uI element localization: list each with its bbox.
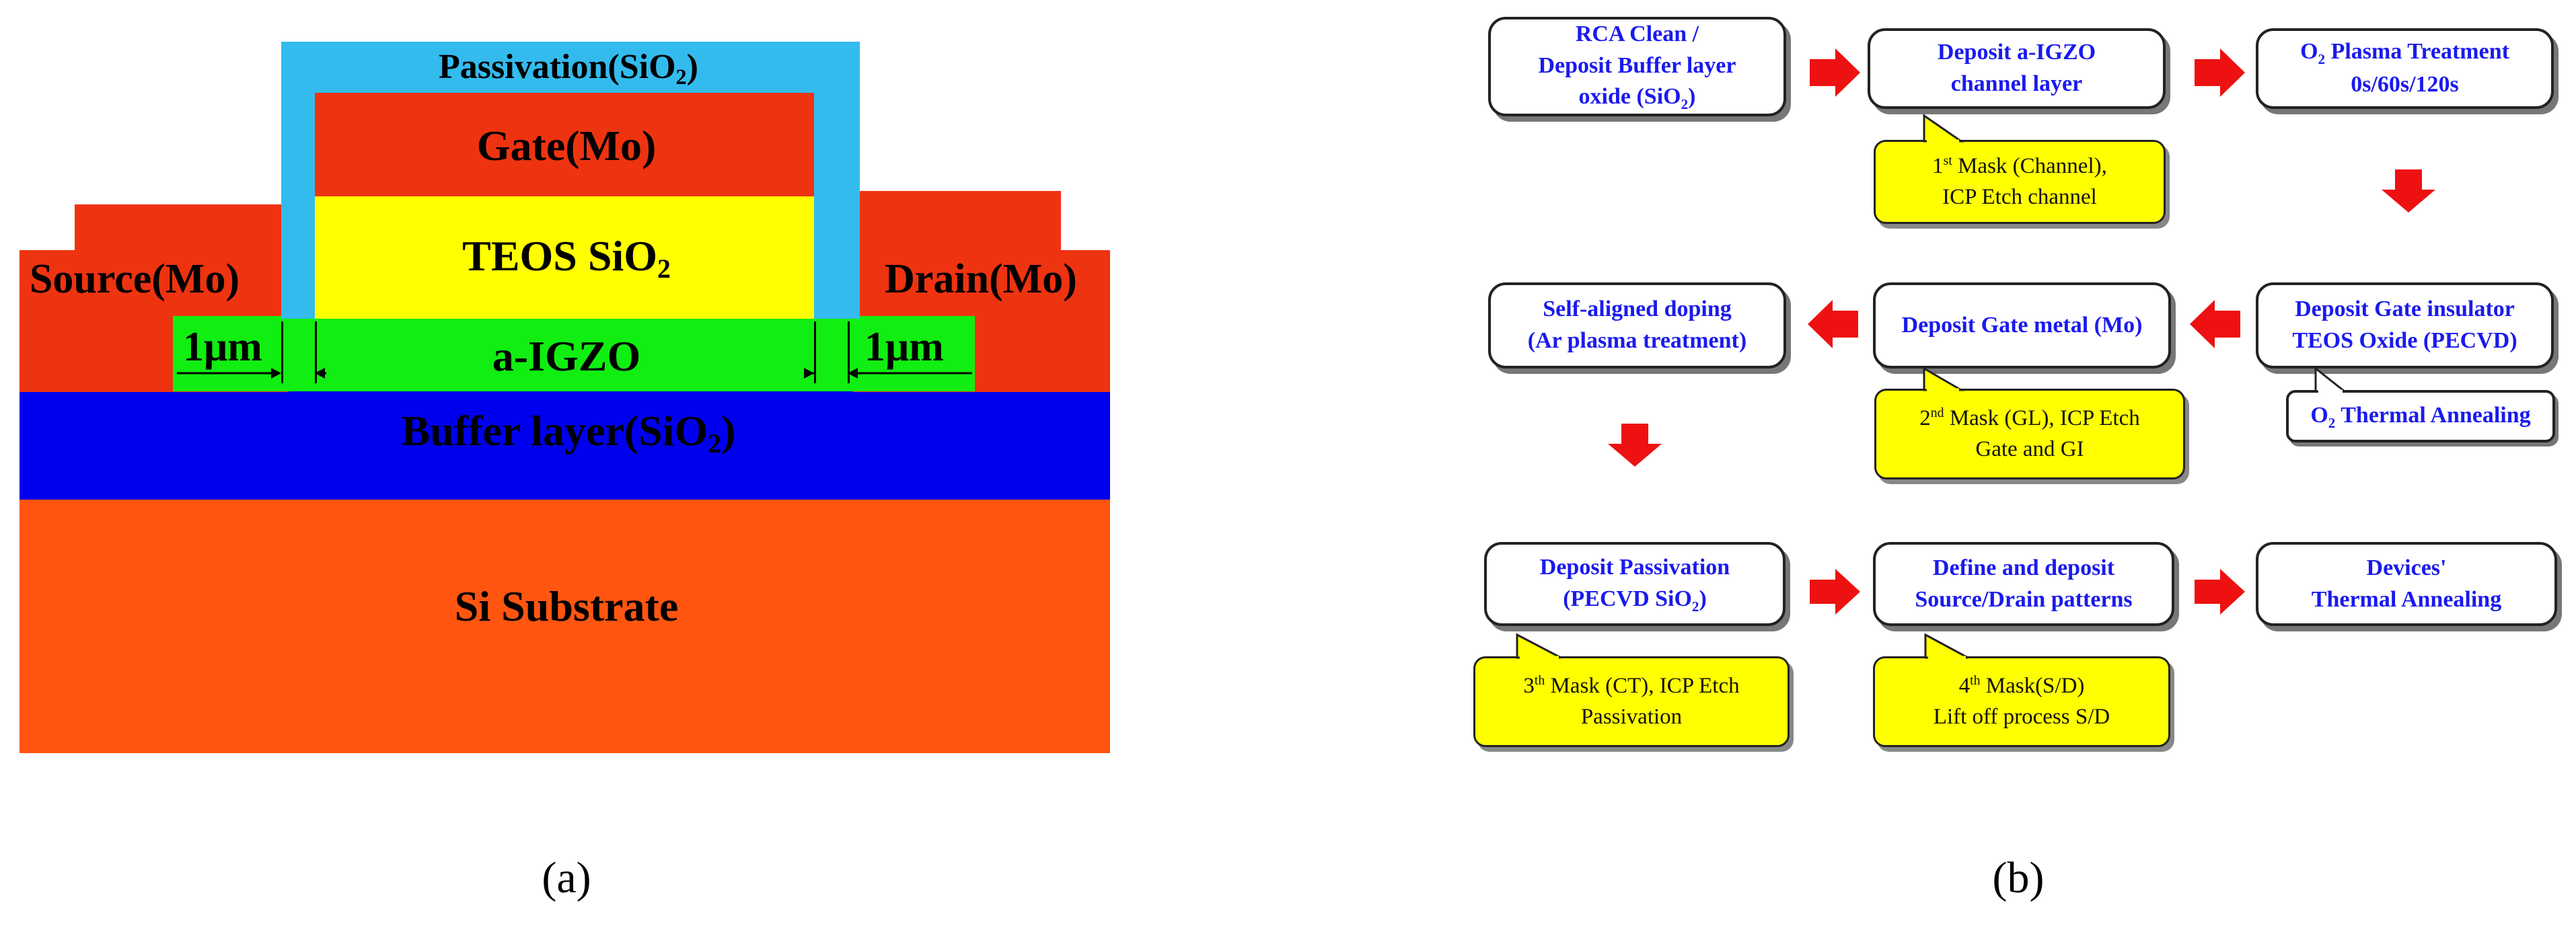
arrow-down-icon bbox=[1608, 424, 1662, 467]
note-mask-2: 2nd Mask (GL), ICP Etch Gate and GI bbox=[1874, 389, 2185, 479]
arrow-left-icon bbox=[1808, 300, 1858, 348]
gate-label: Gate(Mo) bbox=[476, 122, 657, 169]
buffer-label: Buffer layer(SiO2) bbox=[401, 407, 736, 459]
caption-b: (b) bbox=[1992, 853, 2045, 902]
step-deposit-igzo: Deposit a-IGZO channel layer bbox=[1868, 28, 2166, 109]
teos-layer bbox=[315, 196, 814, 319]
step-o2-thermal-annealing: O2 Thermal Annealing bbox=[2286, 390, 2555, 442]
gate-layer bbox=[315, 93, 814, 198]
note-mask-4: 4th Mask(S/D) Lift off process S/D bbox=[1873, 656, 2170, 747]
step-self-aligned-doping: Self-aligned doping (Ar plasma treatment… bbox=[1488, 282, 1786, 368]
step-deposit-passivation: Deposit Passivation (PECVD SiO2) bbox=[1484, 542, 1786, 626]
offset-right-tick-b bbox=[848, 321, 850, 383]
step-devices-thermal-annealing: Devices' Thermal Annealing bbox=[2256, 542, 2557, 626]
offset-right-arrow bbox=[804, 368, 972, 379]
source-label: Source(Mo) bbox=[29, 256, 240, 302]
caption-a: (a) bbox=[542, 853, 591, 902]
arrow-right-icon bbox=[1810, 569, 1860, 615]
drain-electrode-step bbox=[853, 191, 1061, 251]
step-define-source-drain: Define and deposit Source/Drain patterns bbox=[1873, 542, 2174, 626]
teos-label: TEOS SiO2 bbox=[462, 232, 671, 284]
offset-left-label: 1μm bbox=[183, 324, 262, 370]
offset-left-arrow bbox=[177, 368, 326, 379]
offset-left-tick-a bbox=[281, 321, 283, 383]
arrow-left-icon bbox=[2190, 300, 2240, 348]
step-deposit-gate-metal: Deposit Gate metal (Mo) bbox=[1873, 282, 2171, 368]
passivation-label: Passivation(SiO2) bbox=[439, 47, 698, 89]
buffer-layer bbox=[20, 390, 1110, 500]
step-deposit-gate-insulator: Deposit Gate insulator TEOS Oxide (PECVD… bbox=[2256, 282, 2554, 368]
arrow-down-icon bbox=[2382, 169, 2435, 212]
note-mask-3: 3th Mask (CT), ICP Etch Passivation bbox=[1473, 656, 1790, 747]
note-mask-1: 1st Mask (Channel), ICP Etch channel bbox=[1874, 140, 2166, 224]
arrow-right-icon bbox=[2195, 569, 2245, 615]
step-rca-clean: RCA Clean / Deposit Buffer layer oxide (… bbox=[1488, 17, 1786, 116]
si-substrate-label: Si Substrate bbox=[454, 582, 679, 630]
source-electrode-step bbox=[75, 204, 289, 251]
arrow-right-icon bbox=[1810, 48, 1860, 97]
offset-left-tick-b bbox=[315, 321, 317, 383]
drain-label: Drain(Mo) bbox=[885, 256, 1077, 302]
offset-right-label: 1μm bbox=[864, 324, 944, 370]
si-substrate-layer bbox=[20, 498, 1110, 753]
a-igzo-label: a-IGZO bbox=[492, 332, 641, 380]
a-igzo-layer bbox=[173, 316, 975, 391]
step-o2-plasma: O2 Plasma Treatment 0s/60s/120s bbox=[2256, 28, 2554, 109]
offset-right-tick-a bbox=[814, 321, 816, 383]
arrow-right-icon bbox=[2195, 48, 2245, 97]
